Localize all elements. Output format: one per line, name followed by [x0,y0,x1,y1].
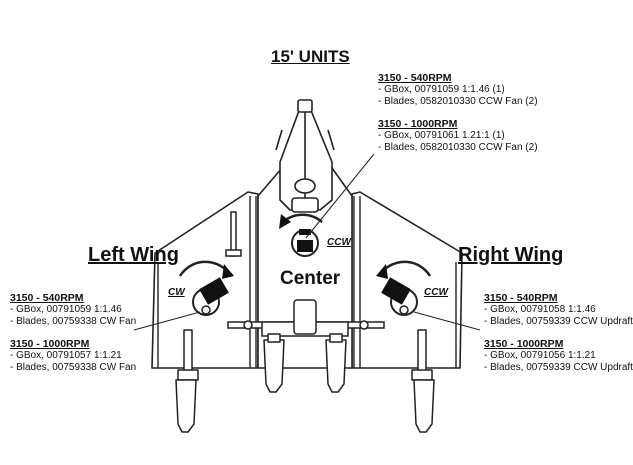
spec-line: - GBox, 00791059 1:1.46 [10,304,122,315]
spec-right-1000: 3150 - 1000RPM - GBox, 00791056 1:1.21 -… [484,338,633,374]
spec-line: - GBox, 00791057 1:1.21 [10,350,122,361]
spec-line: - Blades, 00759338 CW Fan [10,362,137,373]
left-gearbox [192,277,229,316]
spec-line: - GBox, 00791059 1:1.46 (1) [378,84,505,95]
center-label: Center [280,268,341,289]
left-rotation-arrow [178,260,229,277]
spec-heading: 3150 - 540RPM [10,292,84,304]
center-gearbox [291,229,319,257]
spec-heading: 3150 - 1000RPM [484,338,564,350]
right-gearbox [381,277,418,316]
wheels [175,329,435,433]
spec-center-540: 3150 - 540RPM - GBox, 00791059 1:1.46 (1… [378,72,538,108]
center-ccw-label: CCW [327,237,351,248]
spec-line: - GBox, 00791056 1:1.21 [484,350,596,361]
spec-heading: 3150 - 1000RPM [378,118,458,130]
spec-line: - GBox, 00791058 1:1.46 [484,304,596,315]
left-cw-label: CW [168,287,185,298]
leader-lines [133,153,481,331]
right-wing-label: Right Wing [458,244,564,266]
right-rotation-arrow [381,260,432,277]
hitch-tongue [275,99,335,213]
spec-center-1000: 3150 - 1000RPM - GBox, 00791061 1.21:1 (… [378,118,538,154]
spec-line: - GBox, 00791061 1.21:1 (1) [378,130,505,141]
diagram-title: 15' UNITS [271,47,350,66]
driveline [227,299,385,337]
spec-heading: 3150 - 540RPM [484,292,558,304]
spec-line: - Blades, 0582010330 CCW Fan (2) [378,142,538,153]
right-ccw-label: CCW [424,287,448,298]
spec-heading: 3150 - 1000RPM [10,338,90,350]
spec-left-540: 3150 - 540RPM - GBox, 00791059 1:1.46 - … [10,292,136,328]
left-wing-deck [151,191,259,369]
spec-left-1000: 3150 - 1000RPM - GBox, 00791057 1:1.21 -… [10,338,136,374]
right-wing-deck [351,191,463,369]
spec-heading: 3150 - 540RPM [378,72,452,84]
spec-right-540: 3150 - 540RPM - GBox, 00791058 1:1.46 - … [484,292,633,328]
spec-line: - Blades, 0582010330 CCW Fan (2) [378,96,538,107]
spec-line: - Blades, 00759338 CW Fan [10,316,137,327]
left-wing-label: Left Wing [88,244,179,266]
spec-line: - Blades, 00759339 CCW Updraft [484,362,633,373]
spec-line: - Blades, 00759339 CCW Updraft [484,316,633,327]
